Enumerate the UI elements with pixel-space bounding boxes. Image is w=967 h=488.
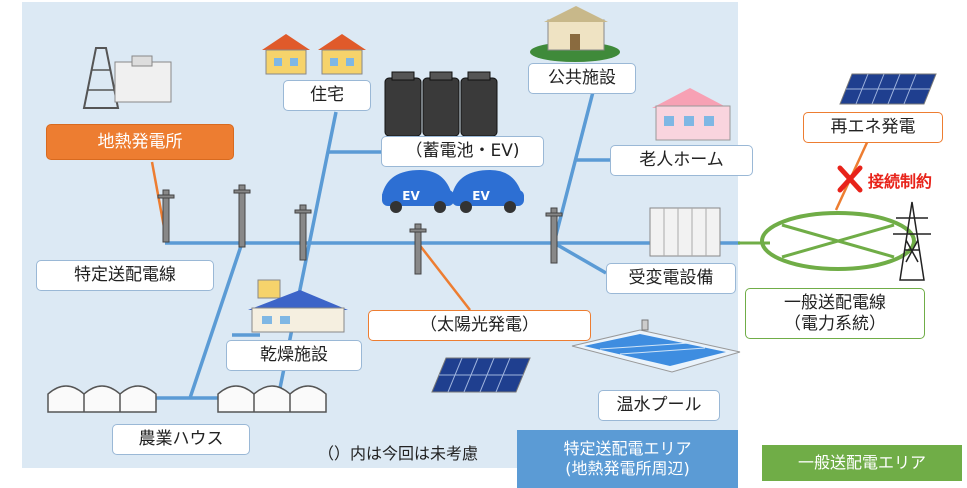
general-line-label-line1: 一般送配電線 (784, 293, 886, 314)
connection-constraint-x-icon (837, 165, 863, 193)
renewable-solar-panel-icon (839, 73, 937, 105)
greenhouse-icon (47, 385, 327, 413)
renewable-plant-label: 再エネ発電 (803, 112, 943, 143)
legend-general-area: 一般送配電エリア (762, 445, 962, 481)
geothermal-plant-label: 地熱発電所 (46, 124, 234, 160)
hot-pool-label: 温水プール (598, 390, 720, 421)
drying-facility-icon (248, 279, 348, 333)
substation-icon (649, 207, 721, 257)
legend-specific-area-line1: 特定送配電エリア (563, 439, 692, 458)
general-line-label: 一般送配電線 （電力系統） (745, 288, 925, 339)
utility-pole-icon (157, 184, 563, 275)
legend-specific-area-line2: (地熱発電所周辺) (565, 459, 690, 478)
note-label: （）内は今回は未考慮 (317, 444, 478, 464)
elderly-home-label: 老人ホーム (610, 145, 753, 176)
feeder-public (552, 87, 596, 244)
battery-storage-icon (384, 71, 498, 137)
elderly-home-icon (652, 88, 731, 141)
public-facility-label: 公共施設 (528, 63, 636, 94)
solar-panel-icon (431, 357, 531, 393)
geothermal-plant-icon (82, 47, 172, 109)
transmission-pylon-icon (893, 201, 931, 281)
general-line-label-line2: （電力系統） (784, 313, 886, 334)
specific-line-label: 特定送配電線 (36, 260, 214, 291)
feeder-greenhouse (188, 242, 244, 399)
legend-specific-area: 特定送配電エリア (地熱発電所周辺) (517, 430, 738, 488)
ev-label: EV (402, 189, 420, 203)
ev-car-icon: EV EV (382, 170, 524, 213)
feeder-substation (553, 241, 607, 275)
ev-label: EV (472, 189, 490, 203)
drying-facility-label: 乾燥施設 (226, 340, 362, 371)
storage-ev-label: （蓄電池・EV) (381, 136, 544, 167)
grid-ellipse (760, 211, 916, 271)
housing-icon (262, 34, 366, 75)
housing-label: 住宅 (283, 80, 371, 111)
substation-label: 受変電設備 (606, 263, 736, 294)
hot-water-pool-icon (571, 319, 741, 373)
connection-constraint-label: 接続制約 (868, 172, 933, 191)
solar-label: （太陽光発電） (368, 310, 591, 341)
public-facility-icon (530, 6, 620, 62)
greenhouse-label: 農業ハウス (112, 424, 250, 455)
solar-link (417, 242, 471, 311)
